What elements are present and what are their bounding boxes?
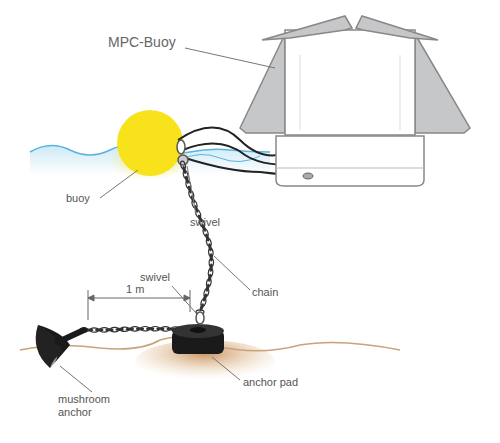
swivel-symbol bbox=[196, 312, 204, 324]
chain bbox=[80, 161, 214, 333]
anchor-pad bbox=[172, 324, 224, 354]
mushroom-anchor bbox=[36, 325, 84, 368]
part-label: swivel bbox=[140, 271, 170, 284]
dimension-label: 1 m bbox=[126, 283, 144, 296]
part-label: chain bbox=[252, 286, 278, 299]
mpc-buoy bbox=[240, 16, 470, 186]
part-label: swivel bbox=[190, 216, 220, 229]
product-label: MPC-Buoy bbox=[108, 34, 176, 51]
part-label: anchor pad bbox=[243, 376, 298, 389]
buoy-sphere bbox=[117, 110, 183, 176]
leader-line bbox=[60, 48, 275, 392]
part-label: mushroom anchor bbox=[58, 393, 120, 419]
part-label: buoy bbox=[66, 192, 90, 205]
